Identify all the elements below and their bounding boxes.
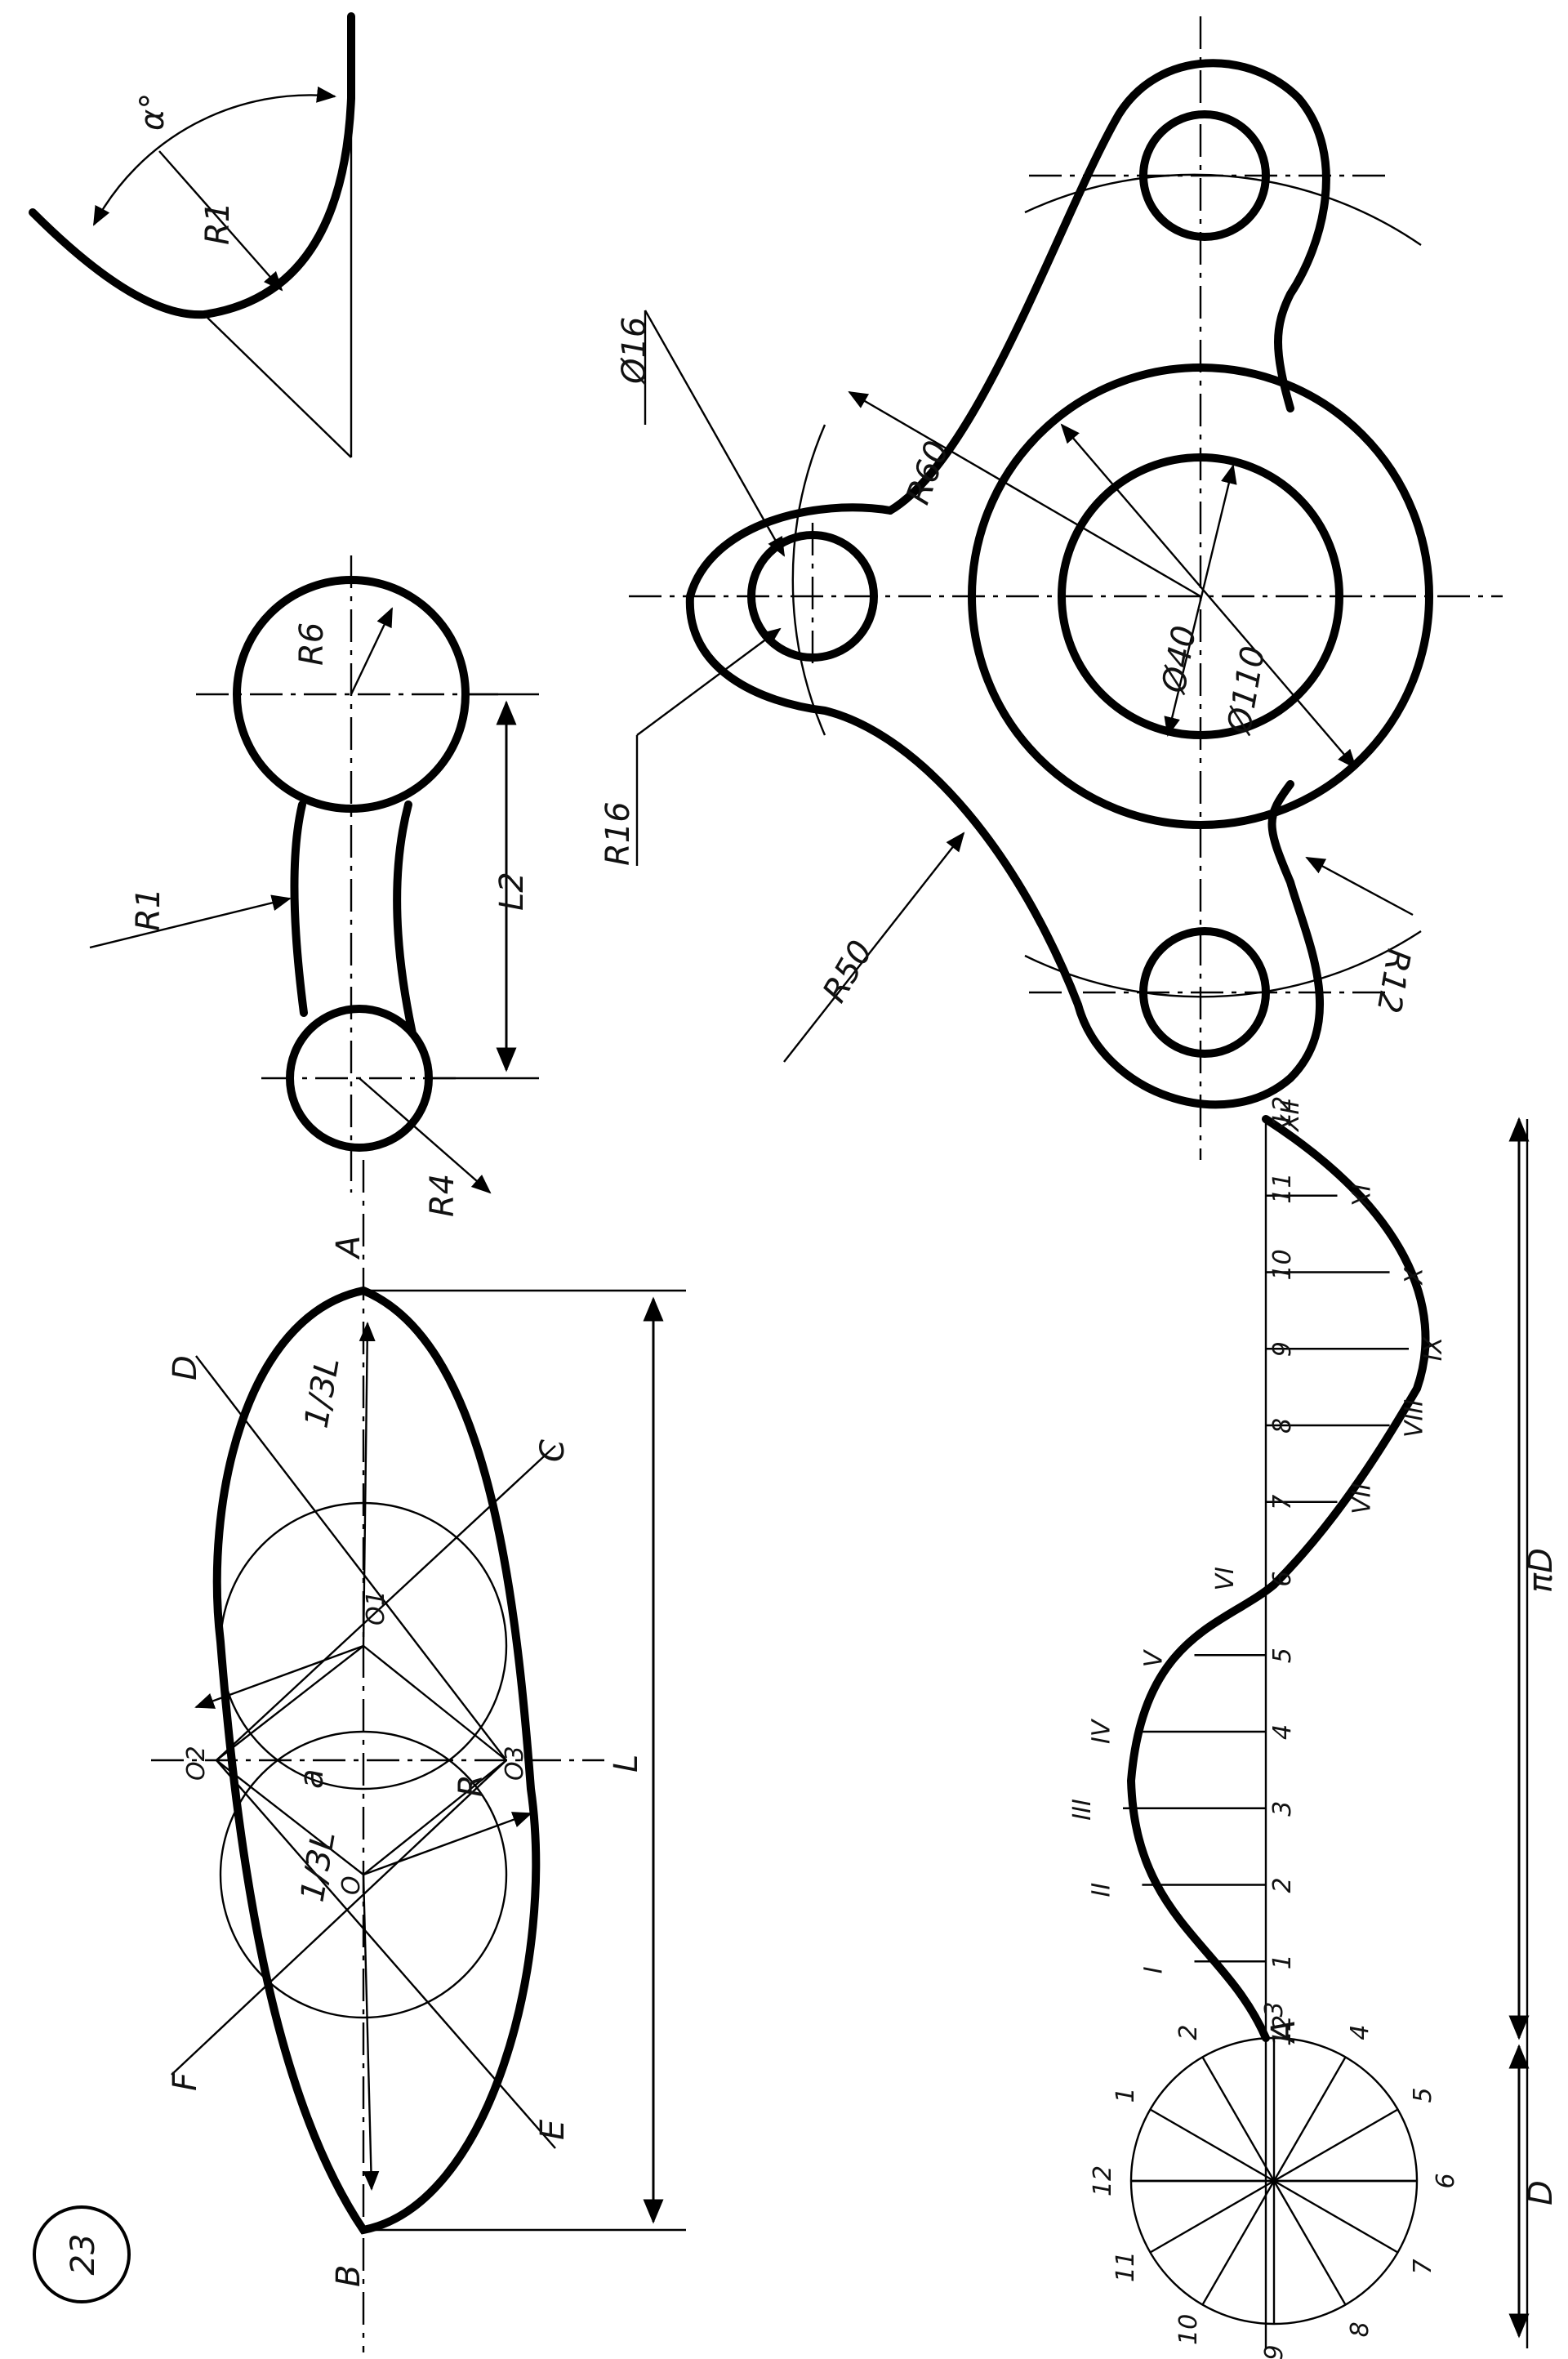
circle-point-number: 3 (1260, 2001, 1289, 2017)
sinusoid-label-piD: πD (1522, 1548, 1560, 1593)
plate-hole-dia-label: Ø16 (616, 317, 653, 386)
plate-boss-dia-label: Ø110 (1220, 644, 1272, 738)
ordinate-number: 11 (1268, 1173, 1297, 1204)
ordinate-lines: 12123456789101112IIIIIIIVVVIVIIVIIIIXXXI… (1068, 1096, 1448, 2046)
ordinate-number: 4 (1268, 1724, 1297, 1740)
oval-label-E: E (534, 2119, 572, 2140)
circle-point-number: 6 (1432, 2173, 1460, 2188)
ordinate-number: 5 (1268, 1648, 1297, 1663)
roman-label: VIII (1401, 1399, 1429, 1438)
roman-label: IV (1087, 1718, 1116, 1744)
sinusoid-label-A: A (1265, 2020, 1303, 2045)
circle-point-number: 11 (1111, 2251, 1140, 2282)
ordinate-number: 10 (1268, 1249, 1297, 1280)
circle-point-number: 10 (1174, 2314, 1203, 2345)
roman-label: XII (1276, 1100, 1305, 1133)
circle-spoke (1149, 2179, 1275, 2254)
roman-label: XI (1348, 1184, 1377, 1210)
link-r-small-label: R4 (424, 1174, 461, 1217)
plate-bore-dia-label: Ø40 (1155, 623, 1204, 698)
link-length-label: L2 (493, 872, 531, 911)
oval-label-D: D (167, 1355, 204, 1380)
ordinate-number: 2 (1268, 1877, 1297, 1893)
fillet-radius-label: R1 (199, 202, 237, 245)
circle-point-number: 5 (1409, 2087, 1437, 2103)
plate-r-lug-label: R16 (599, 801, 637, 866)
roman-label: II (1087, 1883, 1116, 1897)
circle-point-number: 7 (1409, 2259, 1437, 2274)
oval-label-O1: O1 (362, 1590, 390, 1625)
ordinate-number: 8 (1268, 1418, 1297, 1434)
circle-point-number: 8 (1346, 2321, 1374, 2337)
oval-label-O3: O3 (501, 1746, 529, 1781)
circle-point-number: 12 (1089, 2165, 1117, 2196)
oval-label-A: A (330, 1236, 368, 1260)
ordinate-number: 9 (1268, 1341, 1297, 1357)
ordinate-number: 12 (1268, 1096, 1297, 1127)
circle-spoke (1273, 2179, 1399, 2254)
circle-point-number: 9 (1260, 2344, 1289, 2359)
roman-label: V (1140, 1648, 1169, 1667)
oval-label-B: B (330, 2265, 368, 2287)
circle-point-number: 1 (1111, 2087, 1140, 2103)
circle-spoke (1272, 2180, 1347, 2306)
oval-label-O: O (337, 1875, 366, 1895)
circle-spoke (1201, 2180, 1276, 2306)
circle-point-number: 4 (1346, 2025, 1374, 2040)
roman-label: VI (1211, 1567, 1240, 1591)
link-r-arc-label: R1 (130, 888, 167, 931)
fillet-angle-label: α° (134, 93, 172, 131)
roman-label: VII (1348, 1483, 1377, 1514)
circle-spoke (1201, 2056, 1276, 2182)
link-figure: R6 R1 L2 R4 (89, 555, 539, 1217)
ordinate-number: 3 (1268, 1801, 1297, 1817)
oval-L-label: L (608, 1755, 645, 1773)
sinusoid-label-D: D (1522, 2180, 1560, 2205)
sheet-number: 23 (65, 2234, 102, 2276)
ordinate-number: 1 (1268, 1954, 1297, 1969)
circle-spoke (1149, 2108, 1275, 2183)
link-r-big-label: R6 (293, 622, 331, 666)
roman-label: III (1068, 1799, 1097, 1821)
oval-third-top-label: 1/3L (294, 1828, 343, 1904)
fillet-figure: α° R1 (29, 12, 355, 458)
oval-figure: A B C D E F O O1 O2 O3 1/3L 1/3L a R L (151, 1160, 686, 2352)
roman-label: I (1140, 1966, 1169, 1973)
roman-label: IX (1419, 1336, 1448, 1361)
sheet-number-badge: 23 (33, 2205, 131, 2303)
oval-third-bottom-label: 1/3L (298, 1354, 347, 1430)
oval-label-C: C (534, 1439, 572, 1462)
ordinate-number: 12 (1268, 2015, 1297, 2046)
oval-a-label: a (293, 1768, 331, 1789)
oval-label-F: F (167, 2071, 204, 2091)
plate-r-outer-label: R60 (899, 436, 956, 510)
plate-figure: Ø16 R60 R16 R50 R12 Ø40 Ø110 (599, 16, 1503, 1160)
plate-r-concave-label: R50 (816, 934, 880, 1009)
sinusoid-curve (1126, 1115, 1430, 2042)
oval-label-O2: O2 (182, 1746, 211, 1781)
roman-label: X (1401, 1267, 1429, 1287)
circle-point-number: 2 (1174, 2025, 1203, 2040)
oval-R-label: R (452, 1774, 490, 1797)
ordinate-number: 7 (1268, 1495, 1297, 1510)
circle-spoke (1273, 2108, 1399, 2183)
ordinate-number: 6 (1268, 1571, 1297, 1586)
circle-spoke (1272, 2056, 1347, 2182)
sinusoid-figure: A D πD 12123456789101112IIIIIIIVVVIVIIVI… (1068, 1096, 1560, 2359)
